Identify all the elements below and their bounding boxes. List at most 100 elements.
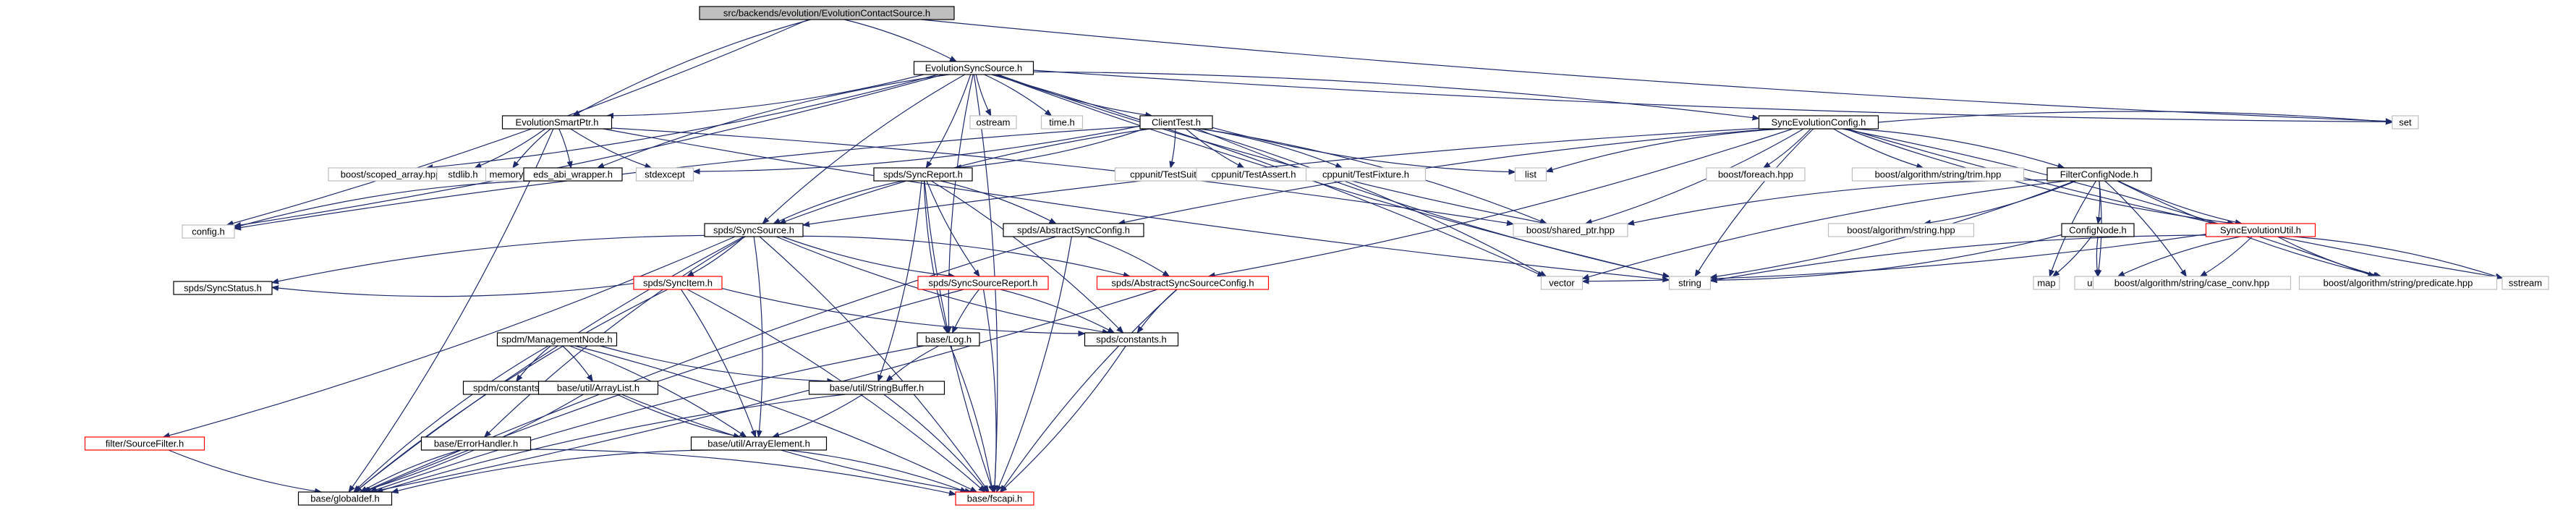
edge-esync-to-ostream: [975, 74, 991, 116]
node-stdexcept[interactable]: stdexcept: [635, 167, 694, 182]
node-clienttest[interactable]: ClientTest.h: [1139, 115, 1213, 130]
edge-syncsource-to-ssreport: [781, 236, 955, 276]
node-trim[interactable]: boost/algorithm/string/trim.hpp: [1851, 167, 2025, 182]
node-label-foreach: boost/foreach.hpp: [1718, 169, 1793, 180]
node-memory[interactable]: memory: [485, 167, 528, 182]
node-globaldef[interactable]: base/globaldef.h: [297, 491, 393, 506]
node-confignode[interactable]: ConfigNode.h: [2061, 223, 2135, 237]
node-label-baselog: base/Log.h: [925, 334, 972, 345]
node-arrelem[interactable]: base/util/ArrayElement.h: [690, 436, 828, 451]
node-label-clienttest: ClientTest.h: [1152, 117, 1201, 128]
node-label-map: map: [2037, 278, 2055, 289]
edge-arrelem-to-fscapi: [786, 449, 967, 492]
node-cppassert[interactable]: cppunit/TestAssert.h: [1196, 167, 1312, 182]
node-syncreport[interactable]: spds/SyncReport.h: [873, 167, 973, 182]
edge-root-to-esptr: [573, 19, 811, 116]
node-label-cppassert: cppunit/TestAssert.h: [1211, 169, 1296, 180]
node-ostream[interactable]: ostream: [969, 115, 1017, 130]
node-box-timeh: [1040, 115, 1084, 130]
node-vector[interactable]: vector: [1540, 276, 1584, 290]
node-map[interactable]: map: [2033, 276, 2060, 290]
node-errhandler[interactable]: base/ErrorHandler.h: [420, 436, 532, 451]
node-syncevoutil[interactable]: SyncEvolutionUtil.h: [2205, 223, 2316, 237]
node-baselog[interactable]: base/Log.h: [917, 332, 980, 347]
edge-syncsource-to-syncstatus: [272, 234, 705, 282]
node-label-ssreport: spds/SyncSourceReport.h: [928, 278, 1037, 289]
node-set[interactable]: set: [2392, 115, 2419, 130]
node-algstring[interactable]: boost/algorithm/string.hpp: [1827, 223, 1975, 237]
node-label-spdmconst: spdm/constants.h: [473, 383, 547, 394]
node-label-srcfilter: filter/SourceFilter.h: [106, 438, 184, 449]
edge-synccfg-to-sstream: [1847, 128, 2502, 278]
node-ssreport[interactable]: spds/SyncSourceReport.h: [917, 276, 1049, 290]
edge-syncreport-to-strbuf: [878, 180, 922, 381]
node-abssynccfg[interactable]: spds/AbstractSyncConfig.h: [1003, 223, 1144, 237]
edge-syncreport-to-baselog: [923, 180, 947, 333]
edge-esync-to-vector: [991, 74, 1544, 277]
edge-strbuf-to-fscapi: [883, 394, 988, 492]
node-label-constants: spds/constants.h: [1096, 334, 1167, 345]
node-filtercfg[interactable]: FilterConfigNode.h: [2046, 167, 2152, 182]
node-edsabi[interactable]: eds_abi_wrapper.h: [523, 167, 623, 182]
node-abssrccfg[interactable]: spds/AbstractSyncSourceConfig.h: [1096, 276, 1270, 290]
edge-abssynccfg-to-abssrccfg: [1087, 236, 1170, 276]
edge-esptr-to-globaldef: [349, 128, 554, 492]
node-list[interactable]: list: [1514, 167, 1547, 182]
node-esync[interactable]: EvolutionSyncSource.h: [913, 61, 1034, 75]
edge-ssreport-to-globaldef: [365, 289, 964, 493]
edge-edsabi-to-configh: [234, 180, 532, 227]
node-label-cppfixture: cppunit/TestFixture.h: [1322, 169, 1409, 180]
node-spdmconst[interactable]: spdm/constants.h: [462, 381, 558, 395]
node-fscapi[interactable]: base/fscapi.h: [955, 491, 1034, 506]
edge-clienttest-to-string: [1196, 128, 1670, 276]
node-configh[interactable]: config.h: [182, 224, 235, 239]
node-foreach[interactable]: boost/foreach.hpp: [1706, 167, 1806, 182]
node-label-caseconv: boost/algorithm/string/case_conv.hpp: [2114, 278, 2269, 289]
edge-filtercfg-to-string: [1711, 180, 2075, 277]
edge-esync-to-clienttest: [998, 74, 1152, 116]
edge-synccfg-to-abssynccfg: [1118, 128, 1774, 224]
node-label-list: list: [1525, 169, 1536, 180]
node-constants[interactable]: spds/constants.h: [1084, 332, 1179, 347]
node-syncitem[interactable]: spds/SyncItem.h: [633, 276, 723, 290]
node-predicate[interactable]: boost/algorithm/string/predicate.hpp: [2298, 276, 2498, 290]
node-mgmtnode[interactable]: spdm/ManagementNode.h: [496, 332, 618, 347]
edge-esync-to-sharedptr: [997, 74, 1547, 224]
node-box-fscapi: [955, 491, 1034, 506]
node-syncsource[interactable]: spds/SyncSource.h: [704, 223, 804, 237]
node-caseconv[interactable]: boost/algorithm/string/case_conv.hpp: [2092, 276, 2292, 290]
node-srcfilter[interactable]: filter/SourceFilter.h: [84, 436, 205, 451]
node-root[interactable]: src/backends/evolution/EvolutionContactS…: [699, 6, 955, 20]
node-label-sstream: sstream: [2509, 278, 2542, 289]
edge-mgmtnode-to-arraylist: [562, 345, 593, 381]
node-stdlib[interactable]: stdlib.h: [436, 167, 490, 182]
node-sharedptr[interactable]: boost/shared_ptr.hpp: [1513, 223, 1628, 237]
edge-syncsource-to-syncitem: [687, 236, 745, 276]
edge-clienttest-to-list: [1212, 127, 1516, 172]
node-box-list: [1514, 167, 1547, 182]
edge-confignode-to-map: [2053, 236, 2092, 276]
edge-syncevoutil-to-vector: [1583, 234, 2206, 281]
node-label-configh: config.h: [192, 226, 225, 237]
edge-root-to-configh: [227, 19, 809, 225]
node-synccfg[interactable]: SyncEvolutionConfig.h: [1758, 115, 1879, 130]
edge-syncevoutil-to-caseconv: [2201, 236, 2253, 276]
node-cppfixture[interactable]: cppunit/TestFixture.h: [1305, 167, 1427, 182]
node-box-syncsource: [704, 223, 804, 237]
node-label-predicate: boost/algorithm/string/predicate.hpp: [2324, 278, 2473, 289]
node-scopedarr[interactable]: boost/scoped_array.hpp: [328, 167, 454, 182]
edge-syncevoutil-to-sstream: [2293, 236, 2502, 279]
node-box-algstring: [1827, 223, 1975, 237]
node-syncstatus[interactable]: spds/SyncStatus.h: [173, 281, 273, 295]
node-strbuf[interactable]: base/util/StringBuffer.h: [808, 381, 945, 395]
node-label-syncitem: spds/SyncItem.h: [643, 278, 713, 289]
edge-mgmtnode-to-strbuf: [600, 345, 833, 381]
edge-esync-to-syncsource: [762, 74, 966, 224]
node-sstream[interactable]: sstream: [2501, 276, 2549, 290]
node-timeh[interactable]: time.h: [1040, 115, 1084, 130]
node-esptr[interactable]: EvolutionSmartPtr.h: [501, 115, 613, 130]
edge-esptr-to-stdlib: [475, 128, 546, 169]
node-string[interactable]: string: [1668, 276, 1712, 290]
edge-syncsource-to-constants: [775, 236, 1109, 333]
node-arraylist[interactable]: base/util/ArrayList.h: [537, 381, 659, 395]
